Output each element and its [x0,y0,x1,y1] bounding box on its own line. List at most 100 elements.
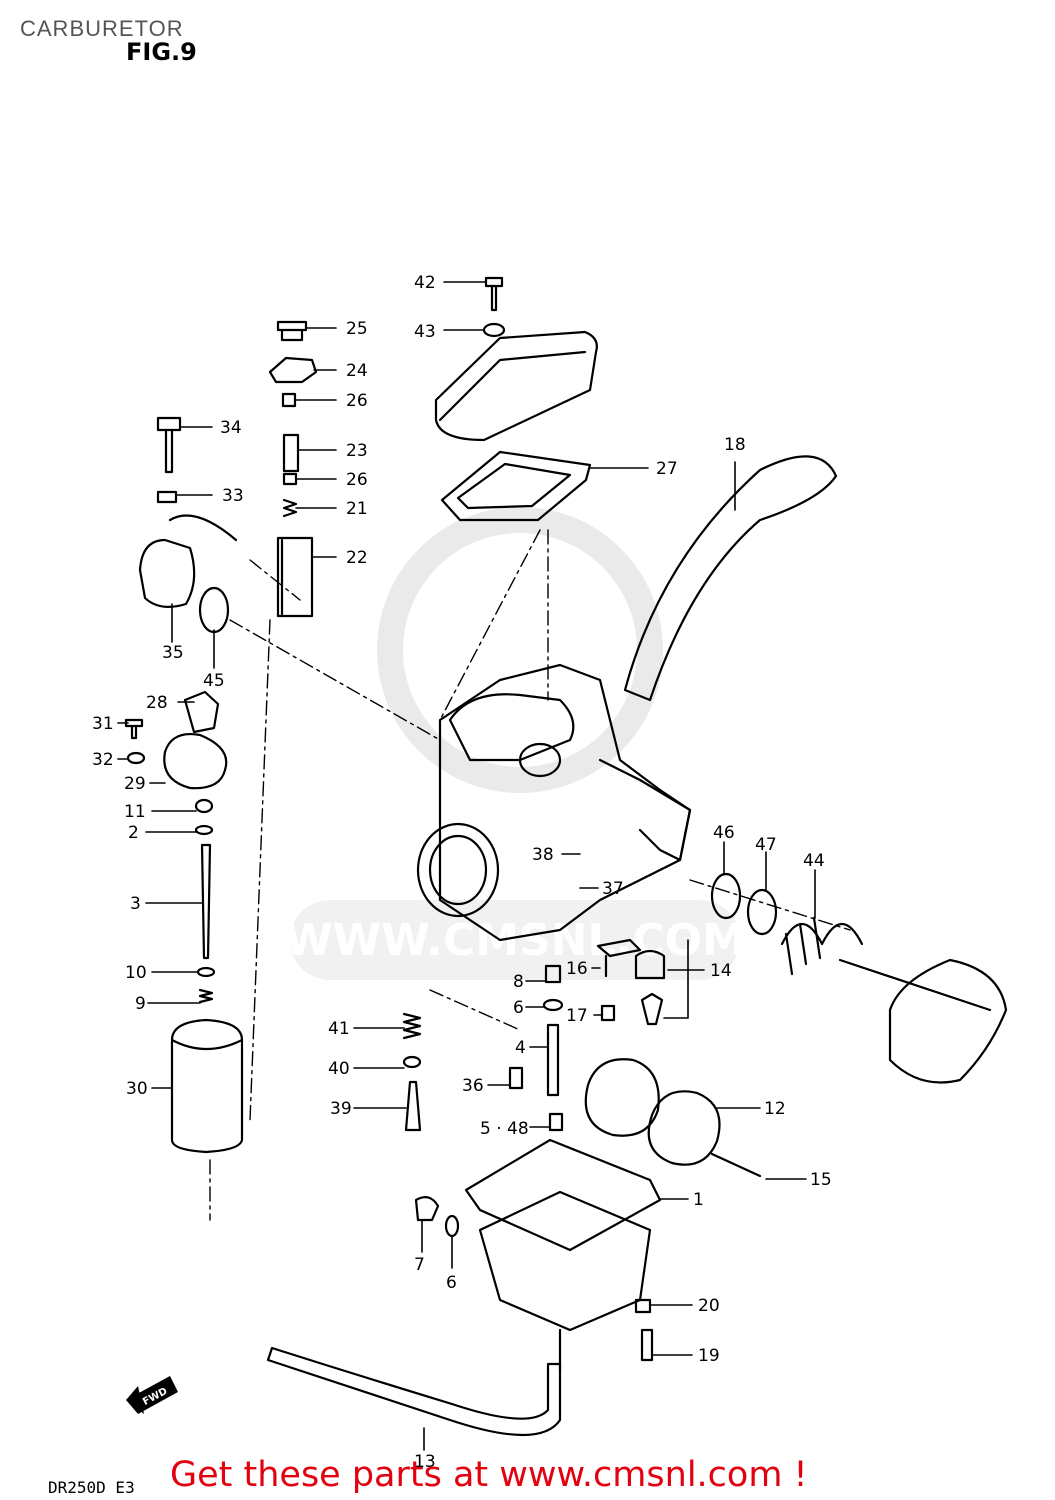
starter-plunger-parts [402,1012,422,1132]
throttle-lever [838,958,1008,1084]
washer-32 [126,751,146,765]
callout-labels: 1 2 3 4 5 · 48 6 6 7 8 9 10 11 12 13 14 … [92,273,832,1472]
guide-line-6 [689,879,851,931]
callout-40: 40 [328,1059,350,1079]
callout-46: 46 [713,823,735,843]
callout-17: 17 [566,1006,588,1026]
callout-19: 19 [698,1346,720,1366]
callout-23: 23 [346,441,368,461]
vent-hose-18 [623,455,838,702]
nut-20 [634,1298,652,1314]
washer-47 [746,888,778,936]
needle-jet-4 [546,1023,560,1097]
float-bowl [478,1190,652,1372]
callout-26-b: 26 [346,470,368,490]
callout-5-48: 5 · 48 [480,1119,529,1139]
callout-36: 36 [462,1076,484,1096]
nut-33 [156,490,178,504]
page-title: CARBURETOR [20,16,184,41]
watermark: WWW.CMSNL.COM [284,507,746,980]
callout-3: 3 [130,894,141,914]
watermark-text: WWW.CMSNL.COM [284,915,746,966]
plate-24 [268,356,318,384]
spring-9 [198,988,214,1004]
spring-44 [780,916,864,976]
callout-26-a: 26 [346,391,368,411]
tube-23 [282,433,300,473]
drain-plug-7 [414,1195,440,1222]
guide-line-5 [439,529,541,721]
bolt-34 [156,416,182,474]
bracket-35 [138,514,238,609]
callout-13: 13 [414,1452,436,1472]
callout-8: 8 [513,972,524,992]
callout-15: 15 [810,1170,832,1190]
guide-line-2 [249,559,301,601]
callout-37: 37 [602,879,624,899]
spring-21 [282,498,298,518]
washer-40 [402,1055,422,1069]
guide-line-1 [229,619,441,741]
callout-16: 16 [566,959,588,979]
callout-30: 30 [126,1079,148,1099]
carb-side-arm [598,758,692,862]
callout-21: 21 [346,499,368,519]
model-code: DR250D E3 [48,1478,135,1497]
callout-45: 45 [203,671,225,691]
hoses [266,455,838,1437]
screw-31 [124,718,144,740]
callout-6-a: 6 [513,998,524,1018]
drain-hose-13 [266,1346,562,1437]
screw-42 [484,276,504,312]
watermark-logo-ring [377,507,663,793]
figure-label: FIG.9 [126,38,197,66]
jet-8 [544,964,562,984]
float-chamber [414,1138,662,1372]
callout-9: 9 [135,994,146,1014]
cap-25 [276,320,308,342]
top-cover-assembly [434,276,598,522]
chamber-gasket-1 [464,1138,662,1252]
cover-gasket-27 [440,450,592,522]
callout-35: 35 [162,643,184,663]
jet-parts [508,938,666,1132]
float-left [584,1058,660,1137]
spring-41 [402,1012,422,1040]
fwd-arrow-badge: FWD [126,1376,178,1414]
guide-line-3 [249,619,271,1121]
guide-line-8 [429,989,521,1031]
throttle-drum-parts [710,872,1008,1084]
callout-44: 44 [803,851,825,871]
assembly-guide-lines [209,529,851,1221]
callout-2: 2 [128,823,139,843]
callout-47: 47 [755,835,777,855]
callout-20: 20 [698,1296,720,1316]
promo-link[interactable]: Get these parts at www.cmsnl.com ! [170,1455,808,1495]
carburetor-body [416,663,692,942]
callout-28: 28 [146,693,168,713]
callout-7: 7 [414,1255,425,1275]
washer-10 [196,966,216,978]
needle-valve-14 [634,949,666,1026]
pin-16 [596,938,642,978]
bracket-parts [138,416,238,634]
callout-6-b: 6 [446,1273,457,1293]
callout-24: 24 [346,361,368,381]
callout-4: 4 [515,1038,526,1058]
callout-25: 25 [346,319,368,339]
callout-32: 32 [92,750,114,770]
float-assembly [584,1058,762,1178]
leader-14 [663,939,705,1019]
callout-1: 1 [693,1190,704,1210]
plate-28 [183,690,220,734]
holder-29 [163,733,228,790]
callout-11: 11 [124,802,146,822]
carb-inlet [416,822,500,918]
callout-27: 27 [656,459,678,479]
top-cover [434,330,598,442]
callout-41: 41 [328,1019,350,1039]
callout-33: 33 [222,486,244,506]
watermark-banner [290,900,740,980]
